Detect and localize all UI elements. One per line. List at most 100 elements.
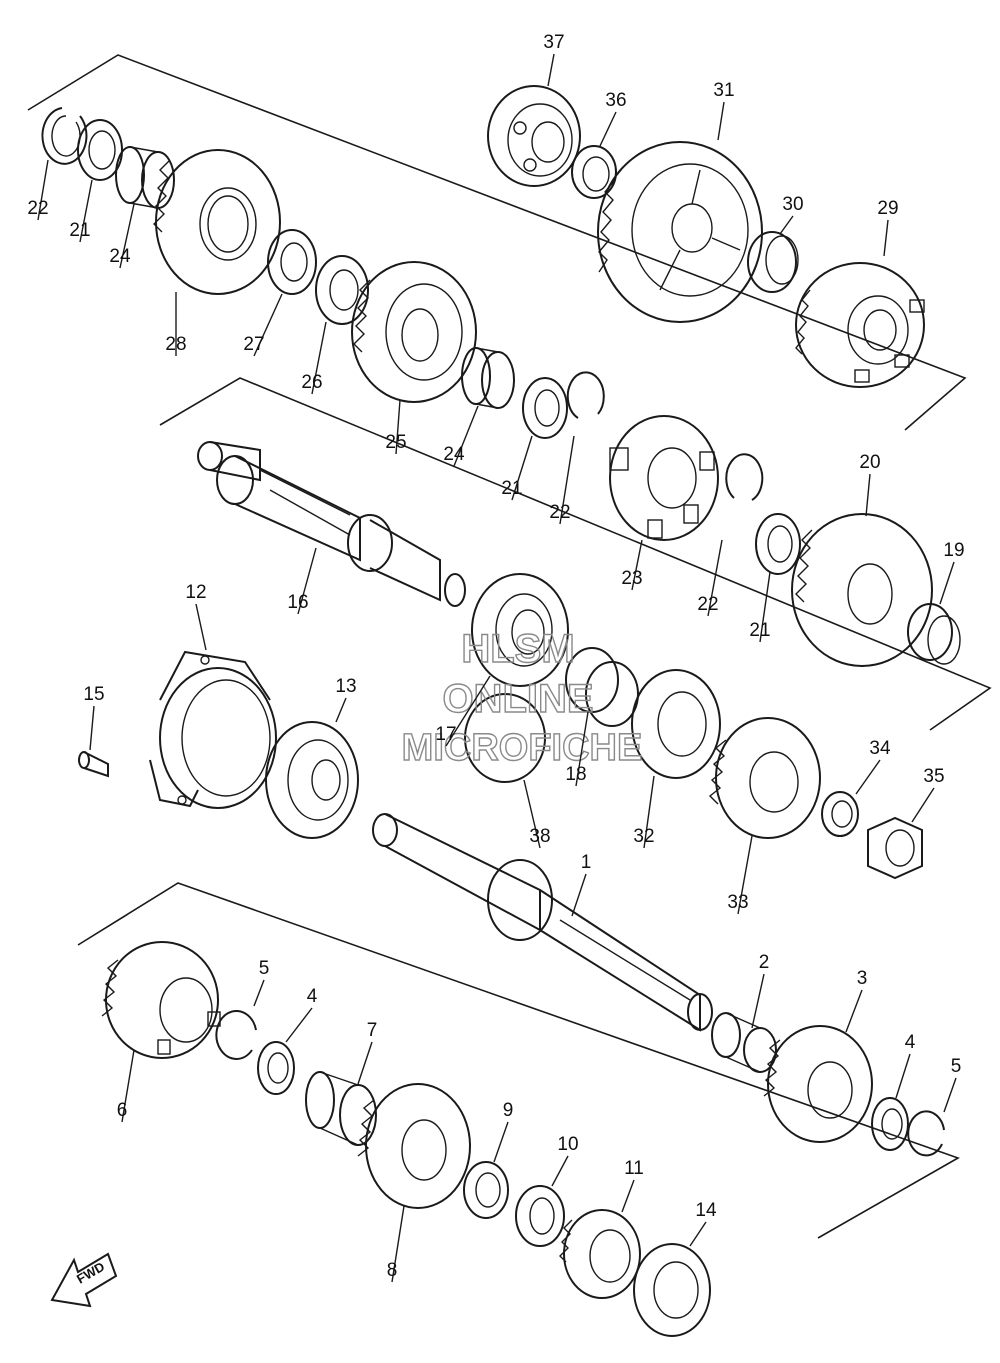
leader-line-27 bbox=[253, 293, 283, 357]
callout-30: 30 bbox=[782, 194, 803, 215]
leader-line-30 bbox=[779, 215, 794, 235]
washer-36 bbox=[571, 145, 617, 199]
callout-8: 8 bbox=[387, 1260, 398, 1281]
callout-18: 18 bbox=[565, 764, 586, 785]
gear-28 bbox=[153, 149, 281, 295]
leader-line-20 bbox=[865, 473, 871, 517]
callout-17: 17 bbox=[435, 724, 456, 745]
bearing-13 bbox=[265, 721, 359, 839]
upper-parts bbox=[41, 85, 961, 667]
circlip-22-right bbox=[725, 453, 764, 501]
leader-line-16 bbox=[297, 547, 317, 615]
leader-line-36 bbox=[599, 111, 617, 147]
leader-line-9 bbox=[493, 1121, 509, 1163]
leader-line-33 bbox=[737, 835, 753, 915]
leader-line-5 bbox=[943, 1077, 957, 1113]
circlip-38 bbox=[464, 693, 546, 783]
leader-line-2 bbox=[751, 973, 765, 1029]
lock-washer-10 bbox=[515, 1185, 565, 1247]
callout-9: 9 bbox=[503, 1100, 514, 1121]
washer-21-middle bbox=[522, 377, 568, 439]
assembly-frames bbox=[27, 54, 992, 1239]
lock-washer-27 bbox=[267, 229, 317, 295]
leader-line-18 bbox=[575, 711, 589, 787]
circlip-5-left bbox=[215, 1009, 257, 1060]
callout-27: 27 bbox=[243, 334, 264, 355]
leader-line-23 bbox=[631, 539, 643, 591]
circlip-22-middle bbox=[566, 371, 605, 419]
leader-line-22 bbox=[559, 435, 575, 525]
watermark-line1: HLSM bbox=[461, 627, 574, 671]
callout-5: 5 bbox=[259, 958, 270, 979]
leader-line-1 bbox=[571, 873, 587, 917]
callout-15: 15 bbox=[83, 684, 104, 705]
callout-11: 11 bbox=[624, 1158, 644, 1179]
leader-line-6 bbox=[121, 1049, 135, 1123]
circlip-5-right bbox=[907, 1110, 945, 1157]
callout-35: 35 bbox=[923, 766, 944, 787]
leader-line-10 bbox=[551, 1155, 569, 1187]
leader-line-38 bbox=[523, 779, 541, 849]
washer-4-left bbox=[257, 1041, 295, 1095]
collar-30 bbox=[747, 231, 799, 293]
washer-21-left bbox=[77, 119, 123, 181]
callout-3: 3 bbox=[857, 968, 868, 989]
lower-parts bbox=[101, 813, 945, 1337]
leader-line-21 bbox=[511, 435, 533, 501]
leader-line-21 bbox=[79, 179, 93, 243]
callout-22: 22 bbox=[697, 594, 718, 615]
leader-line-14 bbox=[689, 1221, 707, 1247]
callout-26: 26 bbox=[301, 372, 322, 393]
lower-assembly-frame bbox=[77, 882, 960, 1239]
drive-axle-1 bbox=[372, 813, 713, 1032]
leader-line-17 bbox=[445, 675, 491, 747]
washer-32 bbox=[631, 669, 721, 779]
sprocket-33 bbox=[708, 717, 821, 839]
collar-2 bbox=[711, 1012, 777, 1073]
callout-7: 7 bbox=[367, 1020, 378, 1041]
callout-21: 21 bbox=[69, 220, 90, 241]
gear-6 bbox=[101, 941, 221, 1059]
needle-bearing-7 bbox=[305, 1071, 377, 1146]
gear-23 bbox=[609, 415, 719, 541]
callout-36: 36 bbox=[605, 90, 626, 111]
nut-35 bbox=[867, 816, 923, 880]
callout-6: 6 bbox=[117, 1100, 128, 1121]
callout-10: 10 bbox=[557, 1134, 578, 1155]
upper-assembly-frame bbox=[27, 54, 967, 431]
callout-2: 2 bbox=[759, 952, 770, 973]
callout-4: 4 bbox=[905, 1032, 916, 1053]
washer-4-right bbox=[871, 1097, 909, 1151]
callout-34: 34 bbox=[869, 738, 891, 759]
callout-13: 13 bbox=[335, 676, 356, 697]
leader-line-24 bbox=[119, 203, 135, 269]
watermark: HLSM ONLINE MICROFICHE bbox=[401, 626, 643, 769]
leader-line-7 bbox=[357, 1041, 373, 1085]
leader-line-24 bbox=[453, 405, 479, 467]
fwd-arrow-icon: FWD bbox=[50, 1252, 118, 1308]
leader-line-31 bbox=[717, 101, 725, 141]
callout-25: 25 bbox=[385, 432, 406, 453]
leader-line-35 bbox=[911, 787, 935, 823]
gear-31 bbox=[597, 141, 763, 323]
leader-line-22 bbox=[707, 539, 723, 617]
main-axle-16 bbox=[197, 441, 466, 607]
gear-3 bbox=[763, 1025, 873, 1143]
leader-line-25 bbox=[395, 399, 401, 455]
callout-28: 28 bbox=[165, 334, 186, 355]
leader-line-32 bbox=[643, 775, 655, 849]
leader-line-4 bbox=[895, 1053, 911, 1099]
collar-18 bbox=[565, 647, 639, 727]
callout-22: 22 bbox=[27, 198, 48, 219]
bearing-14 bbox=[633, 1243, 711, 1337]
callout-23: 23 bbox=[621, 568, 642, 589]
callout-16: 16 bbox=[287, 592, 308, 613]
leader-line-3 bbox=[845, 989, 863, 1033]
callout-24: 24 bbox=[109, 246, 131, 267]
gear-25 bbox=[351, 261, 477, 403]
callout-12: 12 bbox=[185, 582, 206, 603]
callout-24: 24 bbox=[443, 444, 465, 465]
collar-19 bbox=[907, 603, 961, 665]
